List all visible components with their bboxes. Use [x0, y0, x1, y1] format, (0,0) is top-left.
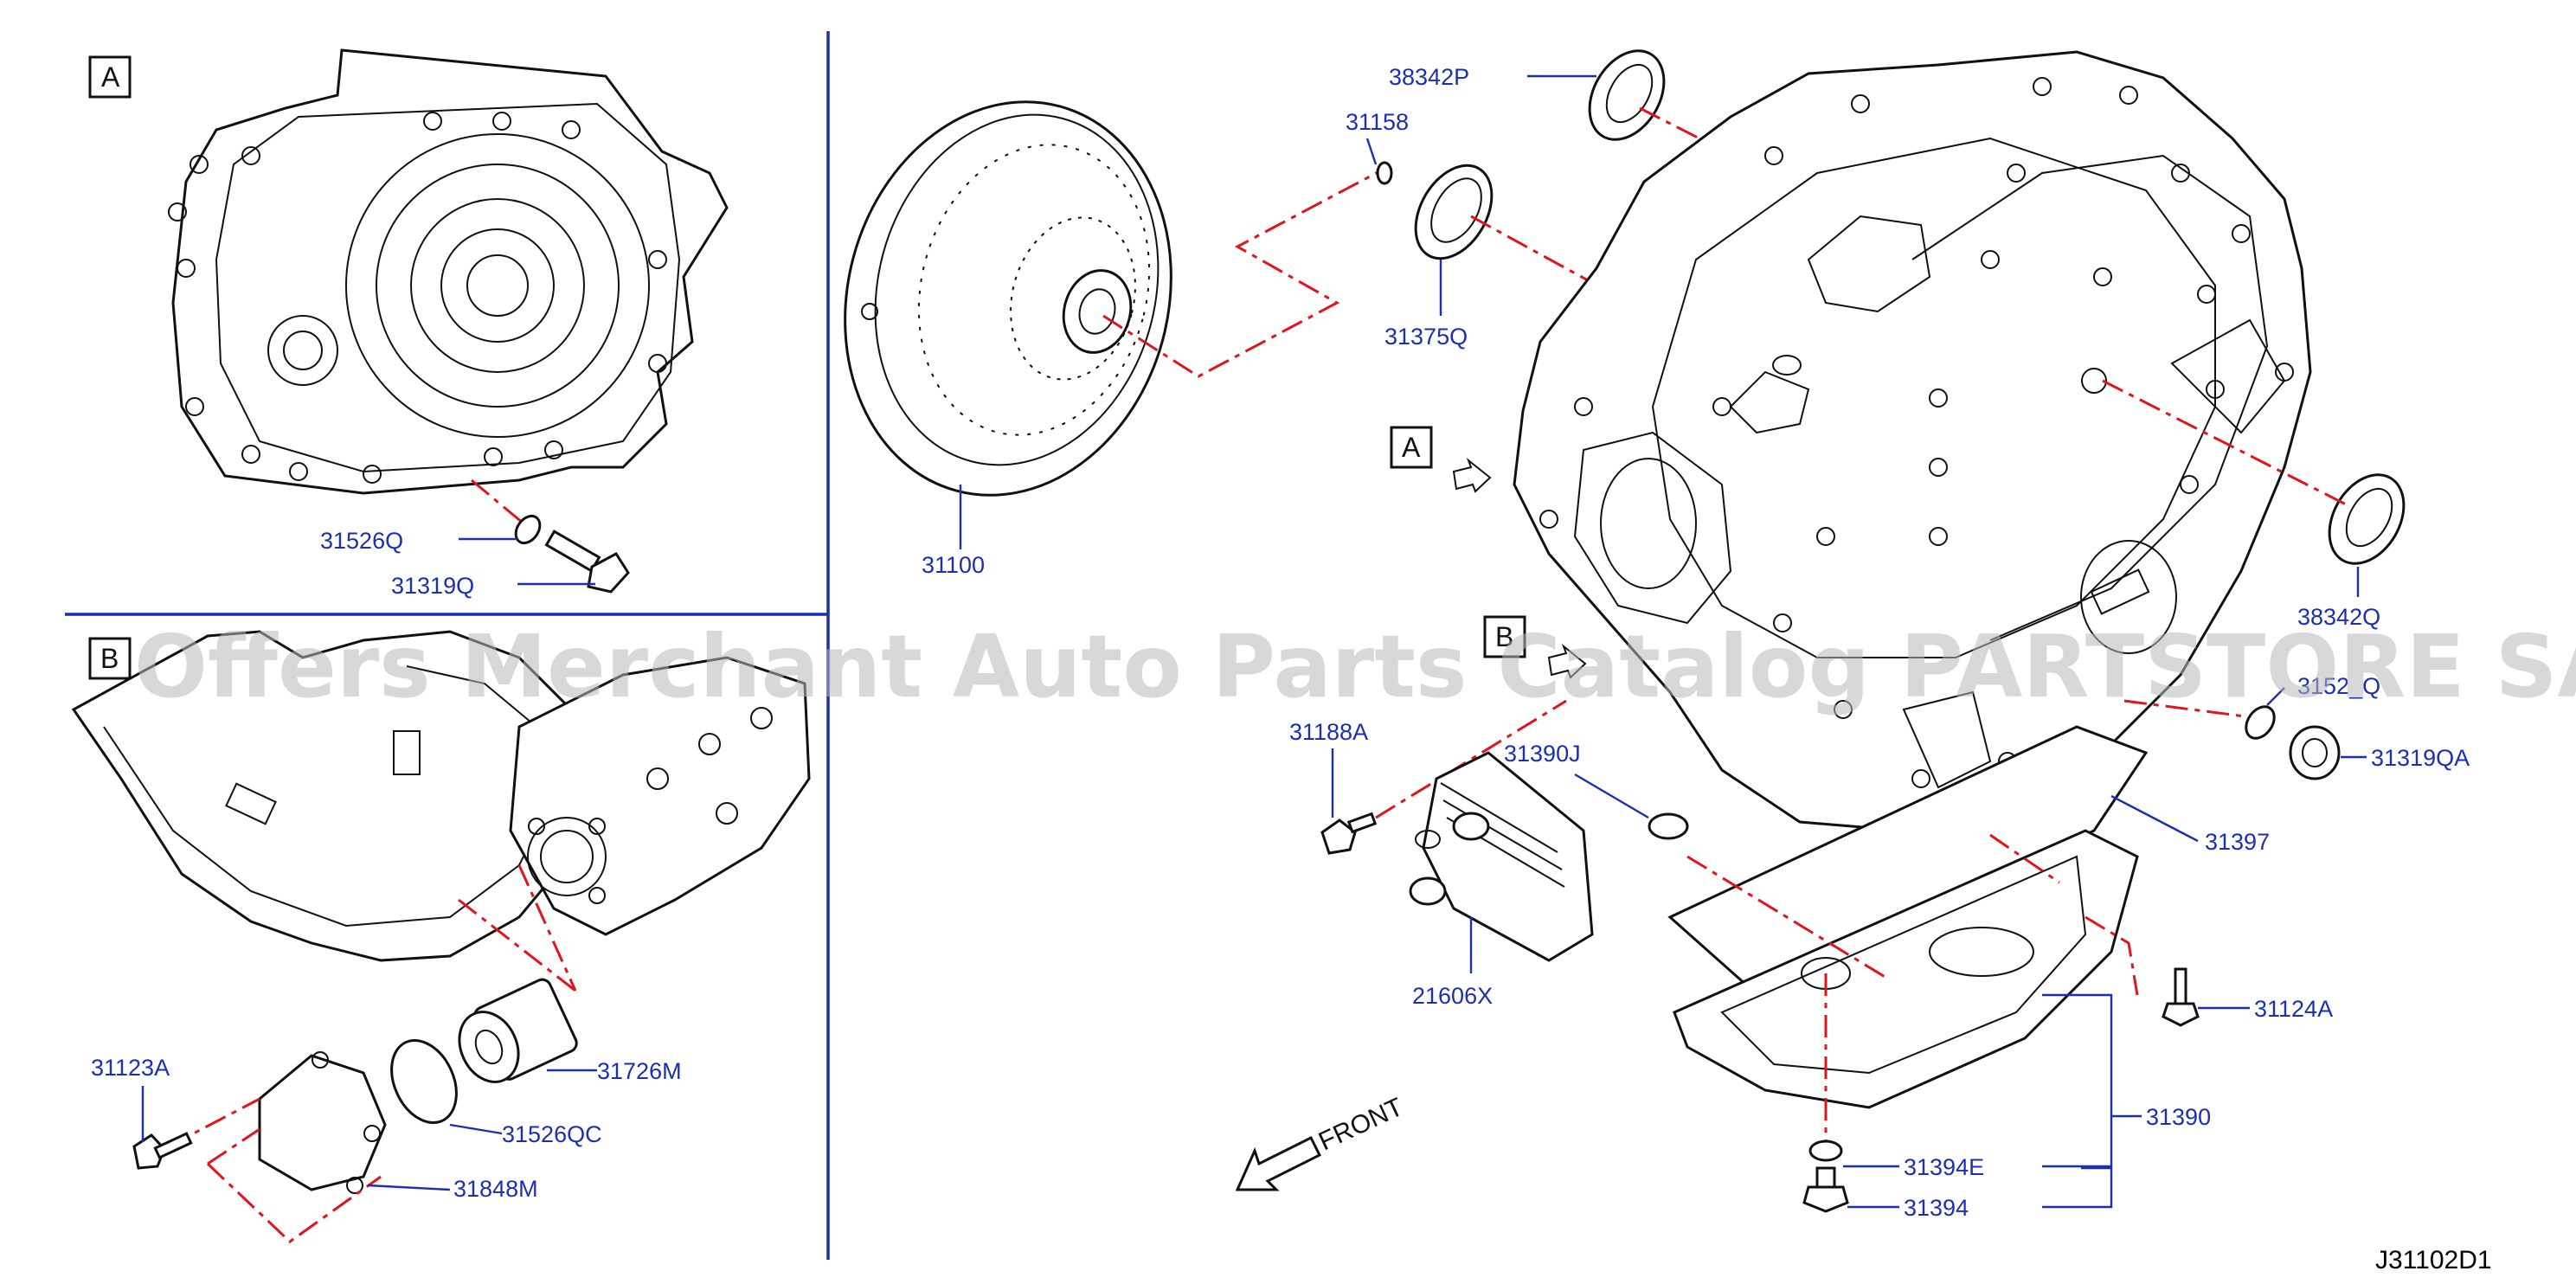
- washer-31394E: [1808, 1140, 1843, 1162]
- label-31319QA: 31319QA: [2371, 745, 2470, 771]
- label-38342P: 38342P: [1389, 64, 1469, 90]
- filter-31726M: [458, 978, 578, 1083]
- label-31319Q: 31319Q: [391, 573, 474, 599]
- label-31375Q: 31375Q: [1384, 324, 1468, 350]
- front-arrow-icon: [1235, 1135, 1322, 1191]
- label-31100: 31100: [922, 552, 985, 578]
- gasket-31397: [1667, 725, 2149, 988]
- filter-housing-view: [71, 630, 811, 962]
- label-38342Q: 38342Q: [2297, 604, 2380, 630]
- label-31726M: 31726M: [597, 1058, 682, 1084]
- leader-31188A: [1375, 699, 1567, 819]
- seal-38342Q: [2328, 473, 2406, 565]
- ref-a-arrow-icon: [1452, 457, 1492, 493]
- filter-leader-box: [458, 864, 577, 992]
- bolt-31188A: [1320, 812, 1378, 855]
- label-31394E: 31394E: [1904, 1154, 1984, 1180]
- label-31526Q: 31526Q: [320, 528, 403, 554]
- seal-38342P: [1588, 49, 1666, 141]
- seal-31375Q: [1414, 164, 1494, 260]
- section-a-label: A: [101, 61, 120, 93]
- oring-31158: [1376, 161, 1393, 185]
- watermark: Offers Merchant Auto Parts Catalog PARTS…: [134, 616, 2576, 717]
- cover-31848M: [258, 1051, 387, 1194]
- washer-3152xQ: [2245, 705, 2276, 740]
- ref-a-box: [1390, 426, 1433, 469]
- bolt-31123A: [132, 1132, 193, 1170]
- washer-31526Q: [514, 514, 542, 545]
- bell-housing-view: [168, 48, 729, 495]
- ref-a-label: A: [1402, 432, 1421, 463]
- drawing-code: J31102D1: [2375, 1246, 2492, 1274]
- bolt-31124A: [2162, 967, 2200, 1027]
- oil-pan-31390: [1673, 829, 2139, 1109]
- label-21606X: 21606X: [1412, 983, 1493, 1009]
- oring-31526QC: [390, 1038, 458, 1125]
- ref-b-label: B: [1495, 621, 1513, 652]
- label-31158: 31158: [1346, 109, 1409, 135]
- label-31390J: 31390J: [1504, 741, 1581, 767]
- bolt-31319Q: [544, 530, 630, 594]
- oil-cooler-21606X: [1409, 751, 1594, 962]
- ref-b-box: [1483, 615, 1526, 658]
- label-31390: 31390: [2146, 1104, 2211, 1130]
- washer-31390J: [1648, 812, 1689, 840]
- leader-31526Q: [471, 478, 524, 525]
- leader-38342Q: [2102, 379, 2350, 508]
- leader-converter: [1102, 167, 1385, 378]
- section-a-box: [88, 55, 132, 99]
- label-31394: 31394: [1904, 1195, 1969, 1221]
- front-label: FRONT: [1314, 1093, 1408, 1157]
- section-b-box: [88, 637, 132, 680]
- label-31123A: 31123A: [91, 1055, 170, 1081]
- leader-pan: [1686, 833, 2139, 996]
- label-31397: 31397: [2205, 829, 2270, 855]
- label-31188A: 31188A: [1289, 719, 1368, 745]
- label-31124A: 31124A: [2254, 996, 2333, 1022]
- plug-31319QA: [2289, 725, 2341, 780]
- torque-converter-31100: [844, 100, 1172, 497]
- drain-plug-31394: [1802, 1166, 1849, 1213]
- label-31526QC: 31526QC: [502, 1121, 602, 1147]
- label-3152xQ: 3152_Q: [2297, 673, 2380, 699]
- label-31848M: 31848M: [453, 1176, 538, 1202]
- section-b-label: B: [100, 643, 119, 674]
- transmission-case: [1513, 50, 2312, 832]
- ref-b-arrow-icon: [1547, 643, 1587, 679]
- leader-plug: [2123, 699, 2246, 718]
